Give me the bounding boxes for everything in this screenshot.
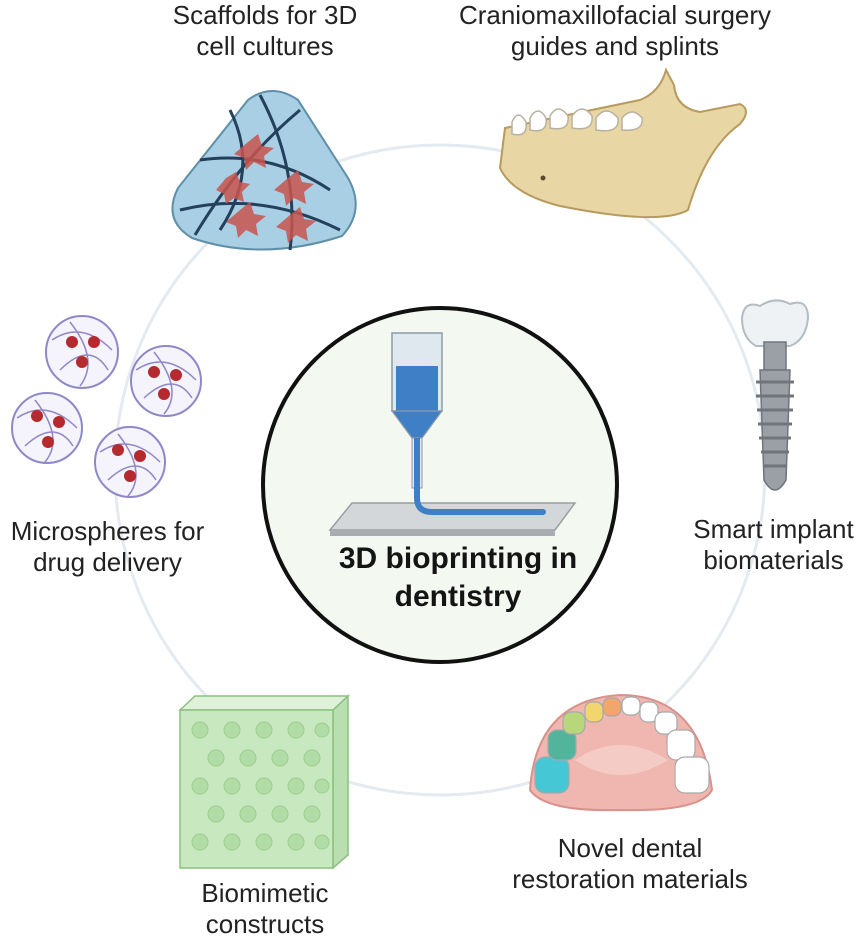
center-title-line2: dentistry xyxy=(394,580,522,613)
label-cranio-line1: Craniomaxillofacial surgery xyxy=(458,0,772,30)
label-implant-line2: biomaterials xyxy=(703,545,844,575)
bioprinter-nozzle-icon xyxy=(328,332,577,536)
label-restoration: Novel dental restoration materials xyxy=(495,833,765,895)
microsphere-icon xyxy=(45,315,119,389)
microsphere-icon xyxy=(94,426,166,498)
label-scaffolds: Scaffolds for 3D cell cultures xyxy=(150,0,380,62)
dental-implant-icon xyxy=(740,299,810,491)
microsphere-cluster xyxy=(11,315,202,498)
label-cranio-line2: guides and splints xyxy=(510,31,720,61)
center-circle xyxy=(261,306,619,664)
label-microspheres: Microspheres for drug delivery xyxy=(0,516,215,578)
label-microspheres-line2: drug delivery xyxy=(33,547,182,577)
center-title: 3D bioprinting in dentistry xyxy=(318,540,598,616)
label-cranio: Craniomaxillofacial surgery guides and s… xyxy=(430,0,800,62)
label-biomimetic-line2: constructs xyxy=(205,909,325,939)
label-biomimetic-line1: Biomimetic xyxy=(201,878,329,908)
label-implant-line1: Smart implant xyxy=(693,514,854,544)
microsphere-icon xyxy=(11,392,83,464)
jawbone-icon xyxy=(498,67,747,219)
label-implant: Smart implant biomaterials xyxy=(680,514,867,576)
microsphere-icon xyxy=(130,345,202,417)
label-scaffolds-line2: cell cultures xyxy=(196,31,334,61)
label-scaffolds-line1: Scaffolds for 3D xyxy=(172,0,358,30)
center-title-line1: 3D bioprinting in xyxy=(338,542,578,575)
label-biomimetic: Biomimetic constructs xyxy=(165,878,365,940)
label-restoration-line2: restoration materials xyxy=(512,864,748,894)
label-microspheres-line1: Microspheres for xyxy=(10,516,205,546)
label-restoration-line1: Novel dental xyxy=(557,833,703,863)
dental-arch-icon xyxy=(528,693,714,812)
scaffold-gel-icon xyxy=(171,90,357,251)
honeycomb-cube-icon xyxy=(178,694,350,870)
